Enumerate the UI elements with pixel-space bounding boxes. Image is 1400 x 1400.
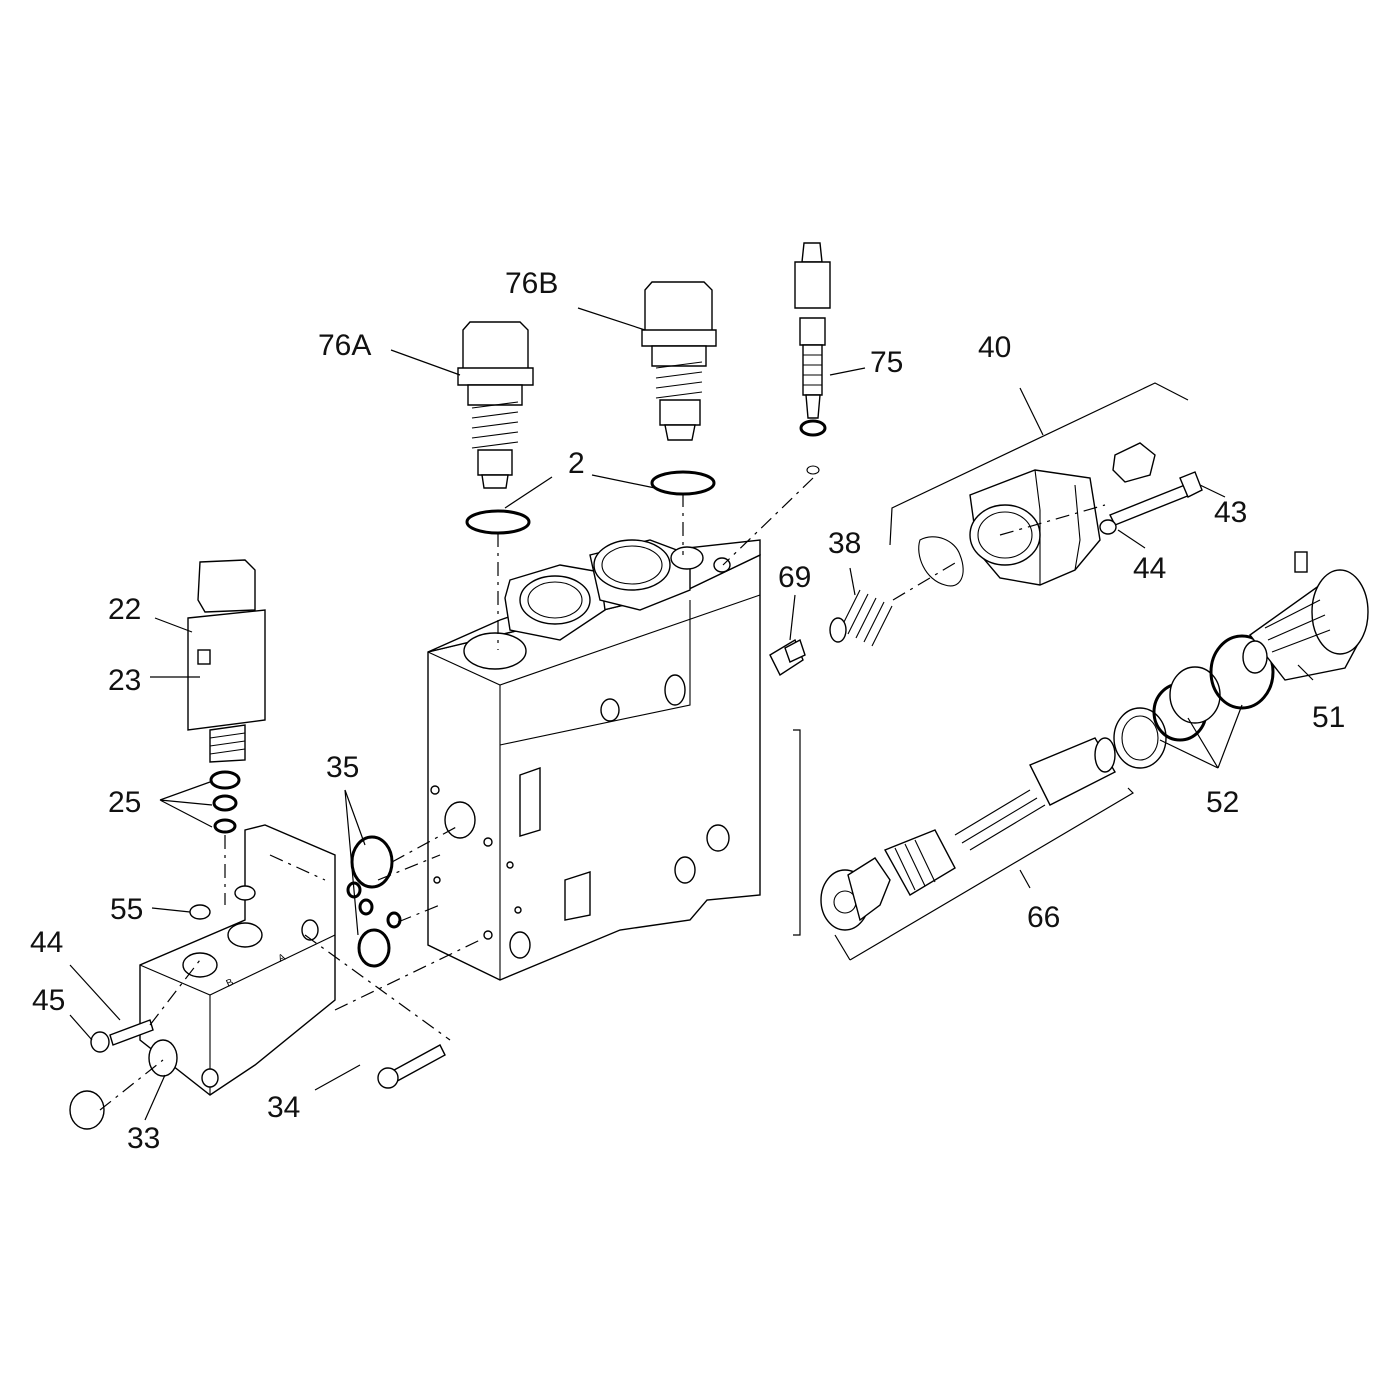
callout-38: 38 — [828, 527, 861, 560]
end-cap-51 — [1242, 551, 1369, 681]
solenoid-22 — [187, 559, 266, 834]
axis-lines — [99, 477, 1106, 1111]
callout-43: 43 — [1214, 496, 1247, 529]
callout-45: 45 — [32, 984, 65, 1017]
leader-lines — [69, 307, 1314, 1121]
callout-25: 25 — [108, 786, 141, 819]
callout-35: 35 — [326, 751, 359, 784]
spring-poppet-38 — [784, 589, 893, 663]
spool-assembly-66 — [820, 737, 1116, 931]
callout-76b: 76B — [505, 267, 558, 300]
callout-33: 33 — [127, 1122, 160, 1155]
callout-23: 23 — [108, 664, 141, 697]
callout-22: 22 — [108, 593, 141, 626]
sub-block-33: B A — [69, 824, 336, 1130]
callout-2: 2 — [568, 447, 585, 480]
screw-34 — [377, 1044, 446, 1089]
relief-valve-76a — [457, 321, 534, 535]
callout-34: 34 — [267, 1091, 300, 1124]
seal-rings-52 — [1113, 634, 1275, 769]
callout-40: 40 — [978, 331, 1011, 364]
callout-76a: 76A — [318, 329, 371, 362]
cover-assembly-40 — [918, 442, 1203, 587]
callout-69: 69 — [778, 561, 811, 594]
callout-75: 75 — [870, 346, 903, 379]
stamp-a: A — [277, 952, 288, 965]
callout-44-block: 44 — [30, 926, 63, 959]
stamp-b: B — [225, 977, 236, 990]
callout-44-cover: 44 — [1133, 552, 1166, 585]
callout-55: 55 — [110, 893, 143, 926]
relief-valve-76b — [641, 281, 717, 496]
main-valve-body — [427, 539, 804, 981]
o-rings-35 — [346, 835, 402, 968]
callout-51: 51 — [1312, 701, 1345, 734]
callout-66: 66 — [1027, 901, 1060, 934]
callouts: 76B 76A 75 40 2 38 43 44 69 22 23 51 35 … — [30, 267, 1345, 1155]
callout-52: 52 — [1206, 786, 1239, 819]
cartridge-75 — [794, 242, 831, 475]
